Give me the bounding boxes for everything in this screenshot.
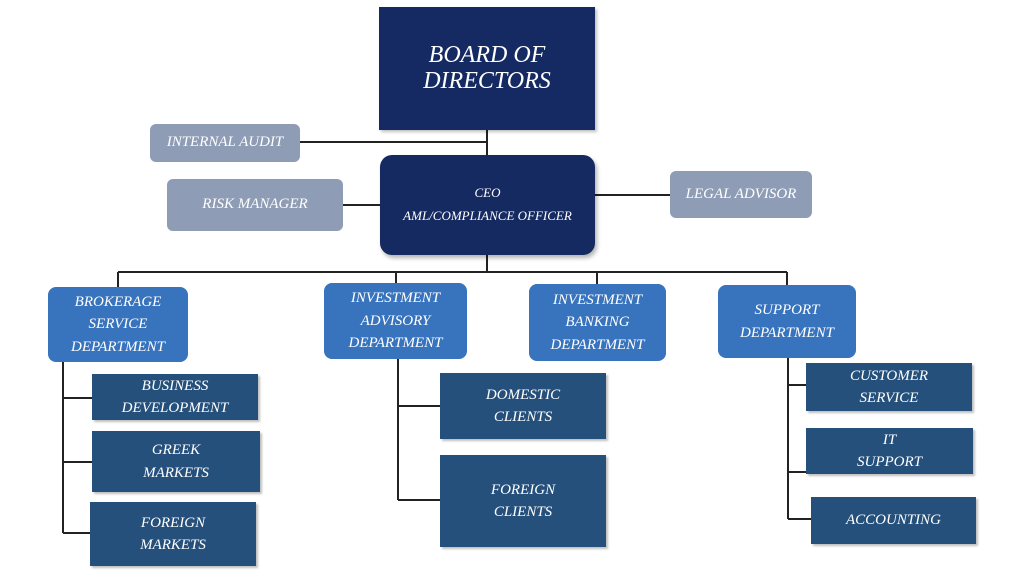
accounting-box: ACCOUNTING — [811, 497, 976, 544]
business-development-box: BUSINESS DEVELOPMENT — [92, 374, 258, 420]
brokerage-department-box: BROKERAGE SERVICE DEPARTMENT — [48, 287, 188, 362]
foreign-clients-box: FOREIGN CLIENTS — [440, 455, 606, 547]
domestic-clients-box: DOMESTIC CLIENTS — [440, 373, 606, 439]
internal-audit-box: INTERNAL AUDIT — [150, 124, 300, 162]
customer-service-box: CUSTOMER SERVICE — [806, 363, 972, 411]
support-department-box: SUPPORT DEPARTMENT — [718, 285, 856, 358]
foreign-markets-box: FOREIGN MARKETS — [90, 502, 256, 566]
investment-banking-department-box: INVESTMENT BANKING DEPARTMENT — [529, 284, 666, 361]
it-support-box: IT SUPPORT — [806, 428, 973, 474]
legal-advisor-box: LEGAL ADVISOR — [670, 171, 812, 218]
ceo-compliance-box: CEO AML/COMPLIANCE OFFICER — [380, 155, 595, 255]
greek-markets-box: GREEK MARKETS — [92, 431, 260, 492]
board-of-directors-box: BOARD OF DIRECTORS — [379, 7, 595, 130]
investment-advisory-department-box: INVESTMENT ADVISORY DEPARTMENT — [324, 283, 467, 359]
risk-manager-box: RISK MANAGER — [167, 179, 343, 231]
